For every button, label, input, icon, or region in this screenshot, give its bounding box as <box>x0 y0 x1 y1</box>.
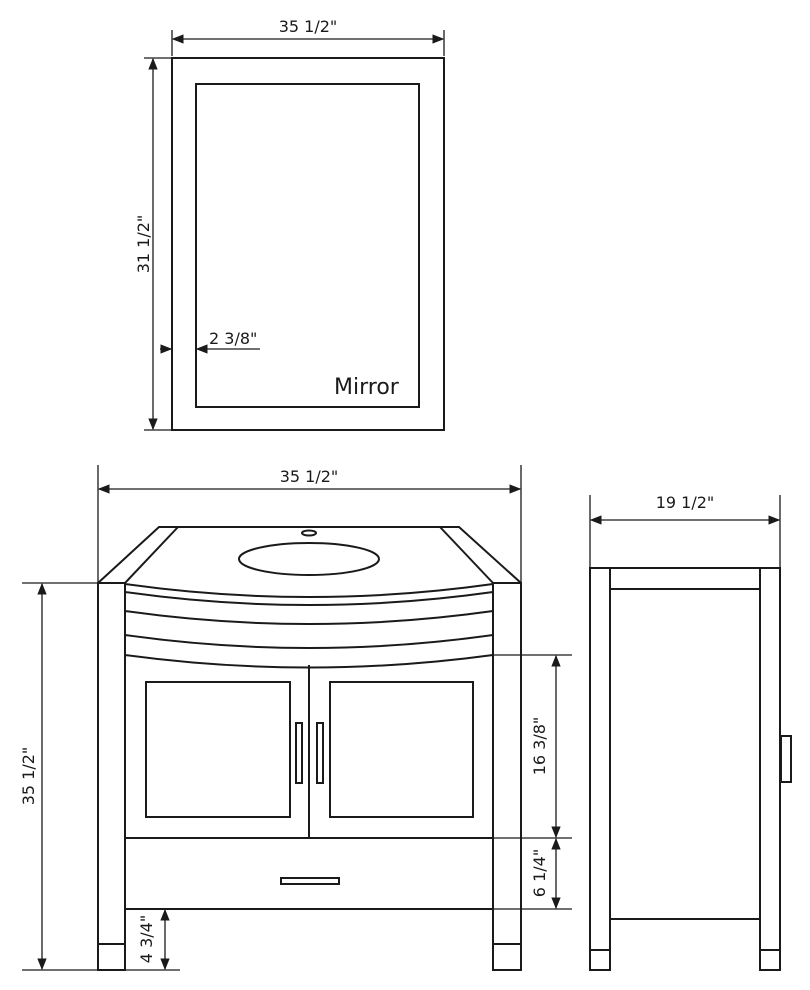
countertop <box>97 526 522 584</box>
vanity-width-label: 35 1/2" <box>280 467 339 486</box>
leg-height-dimension: 4 3/4" <box>137 908 170 971</box>
drawer-handle <box>280 877 340 885</box>
mirror-height-label: 31 1/2" <box>134 215 153 274</box>
mirror-glass <box>195 83 420 408</box>
vanity-height-label: 35 1/2" <box>19 747 38 806</box>
mirror-label: Mirror <box>334 375 400 400</box>
vanity-height-dimension: 35 1/2" <box>19 582 180 971</box>
mirror-height-dimension: 31 1/2" <box>134 57 172 431</box>
side-front-leg <box>589 567 611 971</box>
drawer-height-label: 6 1/4" <box>530 849 549 897</box>
sink-basin <box>238 542 380 576</box>
vanity-side-view: 19 1/2" <box>589 493 792 971</box>
vanity-width-dimension: 35 1/2" <box>97 465 522 582</box>
left-door-handle <box>295 722 303 784</box>
mirror-frame-dimension: 2 3/8" <box>160 329 260 354</box>
drawer-height-dimension: 6 1/4" <box>530 837 561 910</box>
mirror-view: Mirror 35 1/2" 31 1/2" 2 3/8" <box>134 17 445 431</box>
vanity-depth-label: 19 1/2" <box>656 493 715 512</box>
leg-height-label: 4 3/4" <box>137 915 156 963</box>
mirror-frame-label: 2 3/8" <box>209 329 257 348</box>
right-door-panel <box>329 681 474 818</box>
mirror-width-label: 35 1/2" <box>279 17 338 36</box>
right-leg <box>492 582 522 971</box>
side-door-handle <box>780 735 792 783</box>
mirror-outer-frame <box>171 57 445 431</box>
vanity-front-view: 35 1/2" <box>19 465 572 971</box>
mirror-width-dimension: 35 1/2" <box>171 17 445 56</box>
door-height-label: 16 3/8" <box>530 717 549 776</box>
left-leg <box>97 582 126 971</box>
vanity-depth-dimension: 19 1/2" <box>589 493 781 567</box>
faucet-hole <box>301 529 317 537</box>
left-door-panel <box>145 681 291 818</box>
right-door-handle <box>316 722 324 784</box>
side-back-leg <box>759 567 781 971</box>
curved-fascia <box>124 583 494 669</box>
